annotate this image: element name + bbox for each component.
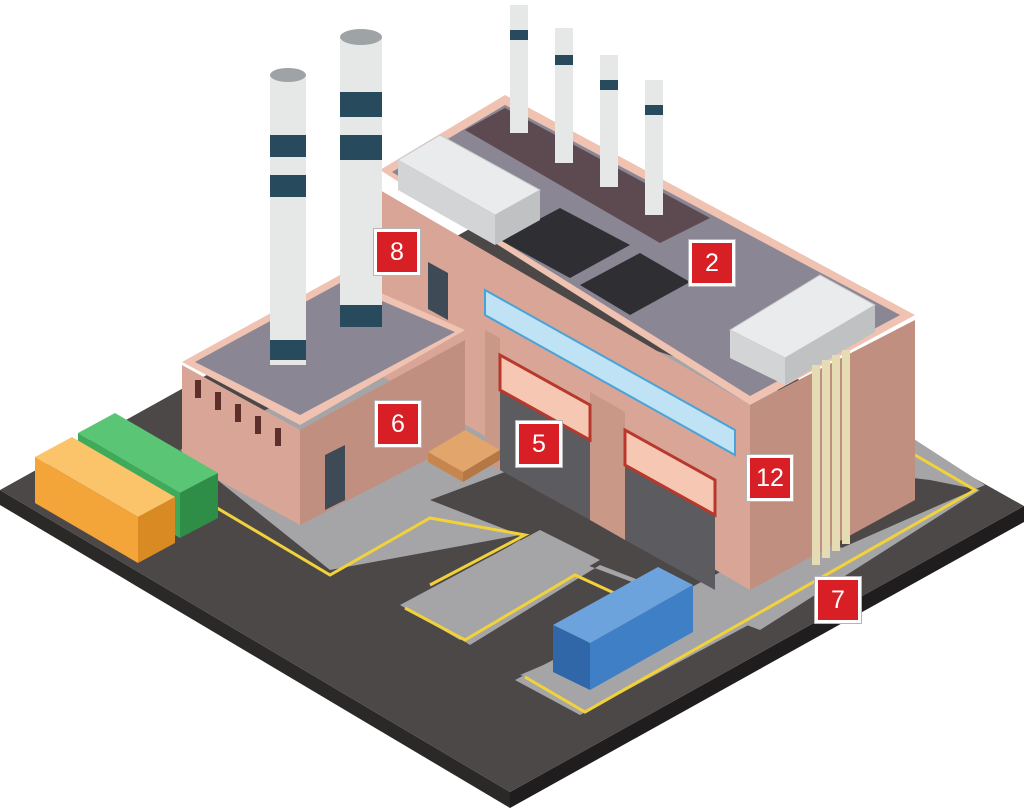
smokestack-1-band-3 <box>270 340 306 360</box>
pipe-1 <box>812 365 820 565</box>
callout-label-8[interactable]: 8 <box>374 229 420 275</box>
ground-side-left <box>0 490 510 808</box>
crate-stack-top <box>428 430 500 472</box>
callout-label-5[interactable]: 5 <box>516 421 562 467</box>
smokestack-2-band-1 <box>340 92 382 117</box>
blue-container-side <box>553 625 590 690</box>
roof-stack-3 <box>600 55 618 187</box>
yellow-line-front <box>404 573 641 642</box>
roof-stack-4-band <box>645 105 663 115</box>
smokestack-1-band-1 <box>270 135 306 157</box>
green-container-top <box>78 413 218 493</box>
left-driveway <box>400 530 600 640</box>
orange-container-front <box>138 497 175 563</box>
smokestack-2-band-2 <box>340 135 382 160</box>
hvac-unit-1-side <box>398 160 495 245</box>
side-building-roof <box>195 283 455 415</box>
blue-container-front <box>590 585 693 690</box>
green-container-front <box>180 473 218 538</box>
pipes <box>812 350 850 565</box>
callout-label-6[interactable]: 6 <box>375 401 421 447</box>
loading-door-2 <box>625 465 715 590</box>
hvac-units <box>397 134 877 385</box>
roof-stack-2-band <box>555 55 573 65</box>
big-smokestacks <box>270 29 382 365</box>
smokestack-2-band-3 <box>340 305 382 327</box>
roof-stack-1-band <box>510 30 528 40</box>
side-window-5 <box>275 428 281 446</box>
pipe-4 <box>842 350 850 544</box>
roof-stack-1 <box>510 5 528 133</box>
side-building-door <box>325 445 345 510</box>
side-window-4 <box>255 416 261 434</box>
loading-door-1-shutter <box>498 352 592 443</box>
smokestack-1-band-2 <box>270 175 306 197</box>
pilaster-left <box>485 330 500 470</box>
blue-container-top <box>553 567 693 643</box>
containers <box>35 413 693 690</box>
yellow-line-left <box>211 503 530 587</box>
pipe-2 <box>822 360 830 558</box>
side-window-2 <box>215 392 221 410</box>
roof-stack-4 <box>645 80 663 215</box>
side-window-3 <box>235 404 241 422</box>
pilaster-middle <box>590 392 625 540</box>
pipe-3 <box>832 355 840 551</box>
smokestack-2-top <box>340 29 382 45</box>
ground-side-right <box>510 506 1024 808</box>
smokestack-1-top <box>270 68 306 82</box>
smokestack-2 <box>340 37 382 327</box>
roof-vent-2 <box>580 253 690 315</box>
loading-door-2-shutter <box>623 427 717 518</box>
crates <box>428 430 500 482</box>
side-building-left-wall <box>182 365 300 525</box>
orange-container-top <box>35 437 175 517</box>
smokestack-1 <box>270 75 306 365</box>
callout-label-7[interactable]: 7 <box>815 577 861 623</box>
clerestory-window-strip <box>484 288 736 457</box>
roof-stacks <box>510 5 663 215</box>
side-window-1 <box>195 380 201 398</box>
callout-label-12[interactable]: 12 <box>747 455 793 501</box>
roof-stack-3-band <box>600 80 618 90</box>
roof-vent-1 <box>500 208 630 278</box>
yellow-line-right <box>524 453 979 714</box>
orange-container-side <box>35 457 138 563</box>
main-building-door <box>428 262 448 320</box>
roof-stack-2 <box>555 28 573 163</box>
hvac-unit-2-side <box>730 330 785 385</box>
crate-stack-right <box>463 450 500 482</box>
hvac-unit-1-front <box>495 190 540 245</box>
hvac-unit-2-front <box>785 305 875 385</box>
callout-label-2[interactable]: 2 <box>689 240 735 286</box>
crate-stack-left <box>428 452 463 482</box>
